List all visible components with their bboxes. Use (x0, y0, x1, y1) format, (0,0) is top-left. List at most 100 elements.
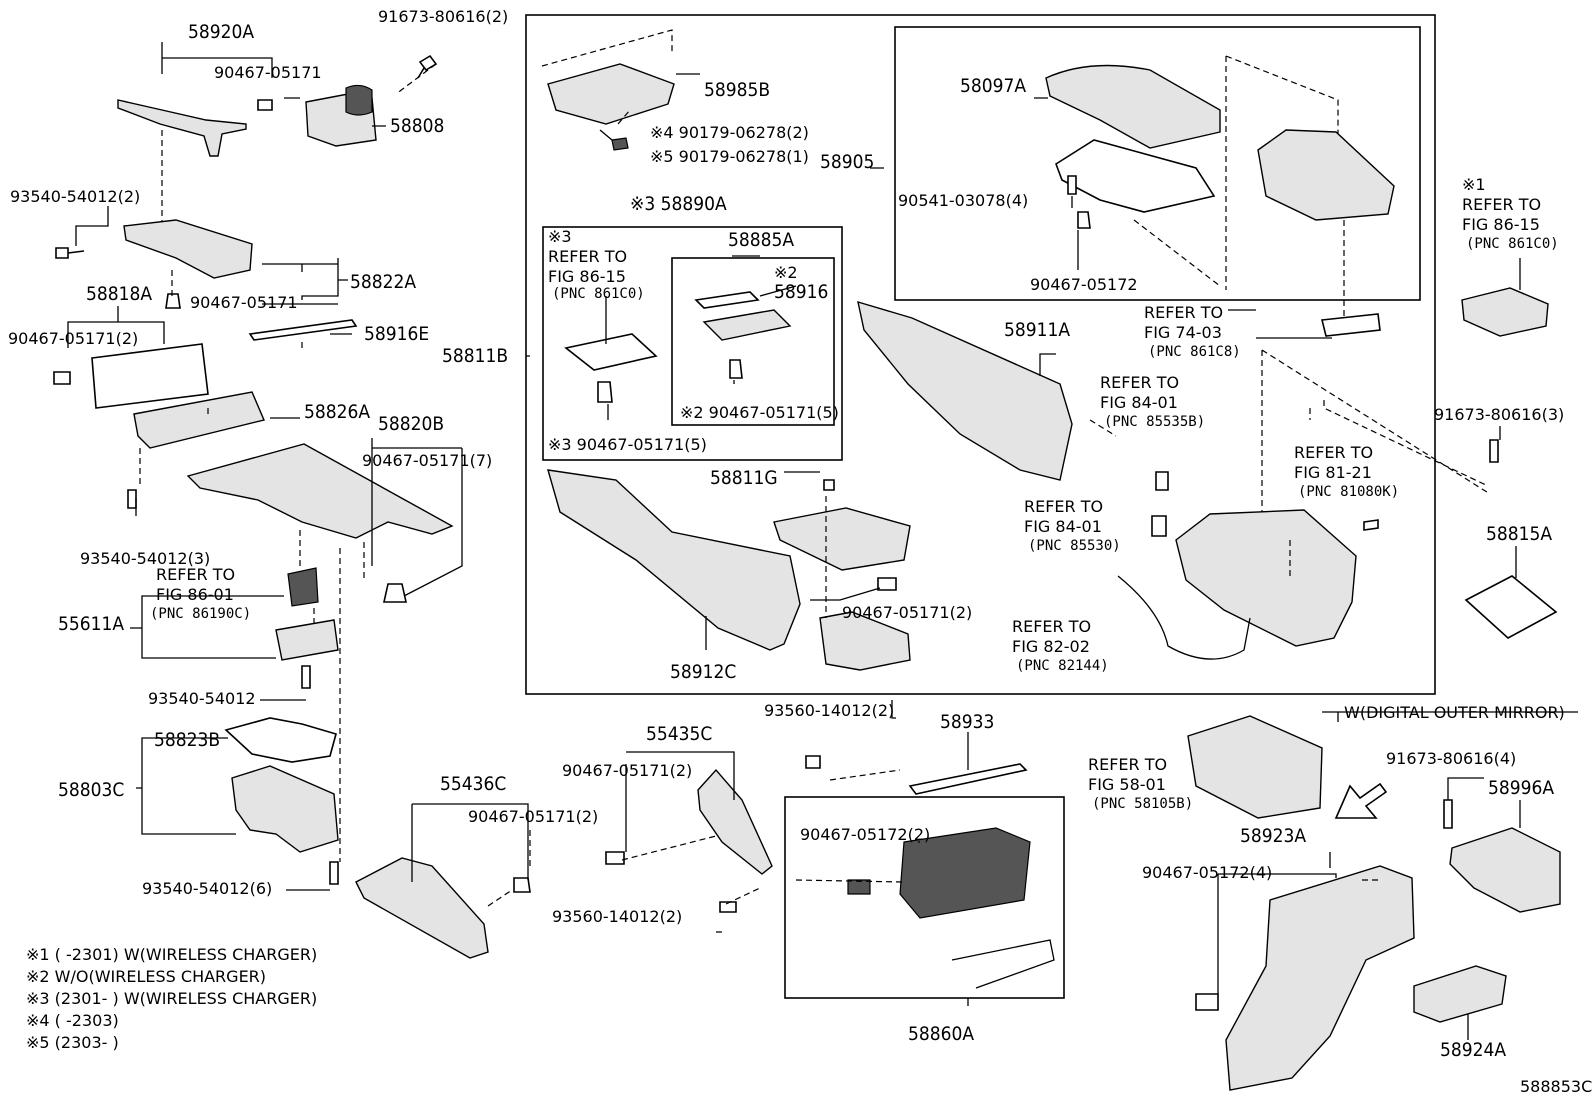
label-58822A: 58822A (350, 271, 416, 293)
label-58916: 58916 (774, 281, 828, 303)
duct-piece (819, 611, 911, 671)
label-93560-14012-2b: 93560-14012(2) (552, 907, 682, 926)
label-58097A: 58097A (960, 75, 1026, 97)
clip-icon (165, 293, 181, 309)
refer-74-03-line1: REFER TO (1144, 303, 1223, 322)
label-58811G: 58811G (710, 467, 778, 489)
refer-81-21-line1: REFER TO (1294, 443, 1373, 462)
clip-icon (611, 137, 629, 151)
label-58985B: 58985B (704, 79, 770, 101)
pad-subassembly-box (671, 257, 835, 426)
label-55435C: 55435C (646, 723, 712, 745)
label-490179: ※4 90179-06278(2) (650, 123, 809, 142)
label-590179: ※5 90179-06278(1) (650, 147, 809, 166)
refer-84-01-bot-line1: REFER TO (1024, 497, 1103, 516)
cup-holder-58803C (231, 765, 339, 853)
pad-58916 (694, 291, 760, 309)
small-pad (1363, 519, 1379, 531)
legend-line-5: ※5 (2303- ) (26, 1033, 119, 1052)
refer-86-01-line3: (PNC 86190C) (150, 606, 251, 622)
refer-58-01-line1: REFER TO (1088, 755, 1167, 774)
clip-icon (257, 99, 273, 111)
label-58818A: 58818A (86, 283, 152, 305)
bolt-icon (55, 247, 85, 259)
legend-line-1: ※1 ( -2301) W(WIRELESS CHARGER) (26, 945, 317, 964)
label-90467-05172-4: 90467-05172(4) (1142, 863, 1272, 882)
dashed-guides (139, 29, 1491, 907)
console-panel-58912C (547, 469, 801, 651)
label-55436C: 55436C (440, 773, 506, 795)
refer-86-15-left-line1: REFER TO (548, 247, 627, 266)
refer-74-03-line2: FIG 74-03 (1144, 323, 1222, 342)
label-90467-05171-b: 90467-05171 (190, 293, 298, 312)
leader-lines (67, 42, 1578, 1040)
refer-81-21-line3: (PNC 81080K) (1298, 484, 1399, 500)
bolt-icon (329, 861, 339, 885)
bracket-58811G (773, 507, 911, 571)
label-93540-54012: 93540-54012 (148, 689, 256, 708)
label-58820B: 58820B (378, 413, 444, 435)
legend-line-3: ※3 (2301- ) W(WIRELESS CHARGER) (26, 989, 317, 1008)
switch-55611A (287, 567, 319, 607)
refer-86-01-line2: FIG 86-01 (156, 585, 234, 604)
label-91673-80616-2: 91673-80616(2) (378, 7, 508, 26)
label-90467-05171-2c: 90467-05171(2) (562, 761, 692, 780)
clip-icon (383, 583, 407, 603)
label-90467-05172: 90467-05172 (1030, 275, 1138, 294)
vent-58860A (899, 827, 1031, 919)
clip-icon (729, 359, 743, 379)
label-93540-54012-3: 93540-54012(3) (80, 549, 210, 568)
label-90467-05171-5a: ※3 90467-05171(5) (548, 435, 707, 454)
refer-81-21-line2: FIG 81-21 (1294, 463, 1372, 482)
diagram-id: 588853C (1520, 1077, 1592, 1096)
label-58916-mark: ※2 (774, 263, 798, 282)
refer-86-15-right-line1: REFER TO (1462, 195, 1541, 214)
label-90467-05171-2b: 90467-05171(2) (842, 603, 972, 622)
label-90541-03078-4: 90541-03078(4) (898, 191, 1028, 210)
arrow-icon (1334, 782, 1388, 819)
clip-icon (1195, 993, 1219, 1011)
label-58924A: 58924A (1440, 1039, 1506, 1061)
refer-82-02-line1: REFER TO (1012, 617, 1091, 636)
label-58923A: 58923A (1240, 825, 1306, 847)
refer-84-01-top-line2: FIG 84-01 (1100, 393, 1178, 412)
refer-84-01-top-line1: REFER TO (1100, 373, 1179, 392)
mat-58823B (224, 717, 337, 763)
charger-58890A (564, 333, 658, 371)
screw-icon (805, 755, 821, 769)
console-panel-58911A (857, 300, 1073, 481)
label-58808: 58808 (390, 115, 444, 137)
bracket-58826A (133, 391, 265, 449)
label-58823B: 58823B (154, 729, 220, 751)
label-58911A: 58911A (1004, 319, 1070, 341)
clip-icon (823, 479, 835, 491)
side-panel-55436C (355, 857, 489, 959)
connector-icon (1151, 515, 1167, 537)
strip-58916E (248, 319, 358, 341)
label-90467-05172-2: 90467-05172(2) (800, 825, 930, 844)
armrest-subassembly-box (894, 26, 1421, 301)
switch-block-55611A (275, 619, 339, 661)
label-58996A: 58996A (1488, 777, 1554, 799)
label-58912C: 58912C (670, 661, 736, 683)
connector-icon (1155, 471, 1169, 491)
rear-vent-box (784, 796, 1065, 999)
label-58860A: 58860A (908, 1023, 974, 1045)
refer-82-02-line3: (PNC 82144) (1016, 658, 1109, 674)
bolt-icon (301, 665, 311, 689)
label-58826A: 58826A (304, 401, 370, 423)
label-58885A: 58885A (728, 229, 794, 251)
clip-icon (1077, 211, 1091, 229)
label-91673-80616-4: 91673-80616(4) (1386, 749, 1516, 768)
clip-icon (877, 577, 897, 591)
refer-86-15-left-line2: FIG 86-15 (548, 267, 626, 286)
wire-harness (1117, 575, 1251, 660)
label-58916E: 58916E (364, 323, 429, 345)
label-90467-05171-a: 90467-05171 (214, 63, 322, 82)
tray-58885A (702, 309, 792, 341)
side-panel-55435C (697, 768, 773, 875)
box-frame (1257, 129, 1395, 221)
vent-frame (951, 939, 1055, 989)
refer-86-15-left-line3: (PNC 861C0) (552, 286, 645, 302)
label-w-digital-outer-mirror: W(DIGITAL OUTER MIRROR) (1344, 703, 1565, 722)
